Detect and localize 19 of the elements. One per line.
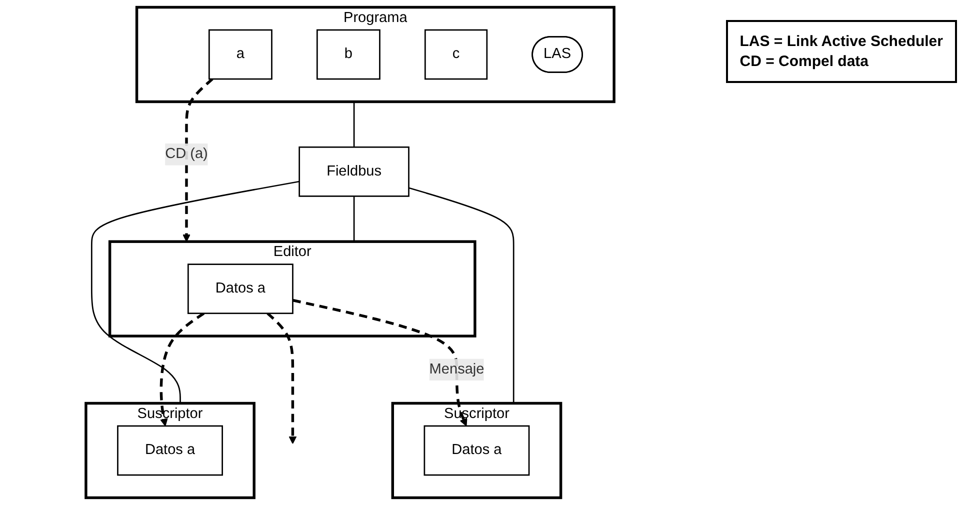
node-box: b (316, 29, 380, 80)
note-text: CD = Compel data (740, 53, 870, 70)
arrow (182, 78, 214, 242)
node-box: Fieldbus (298, 146, 410, 197)
node-box: c (424, 29, 488, 80)
node-box: a (208, 29, 272, 80)
note-text: LAS = Link Active Scheduler (740, 33, 943, 50)
node-box: Datos a (187, 264, 294, 314)
edge-label: Mensaje (429, 361, 484, 377)
connector (353, 102, 355, 148)
arrow (292, 298, 468, 426)
edge-label: CD (a) (165, 146, 208, 162)
arrow (266, 312, 297, 444)
connector (353, 196, 355, 242)
arrow (160, 312, 205, 426)
connector (90, 180, 300, 404)
node-box: Datos a (424, 425, 530, 476)
connector (408, 187, 514, 404)
node-box: Datos a (117, 425, 223, 476)
